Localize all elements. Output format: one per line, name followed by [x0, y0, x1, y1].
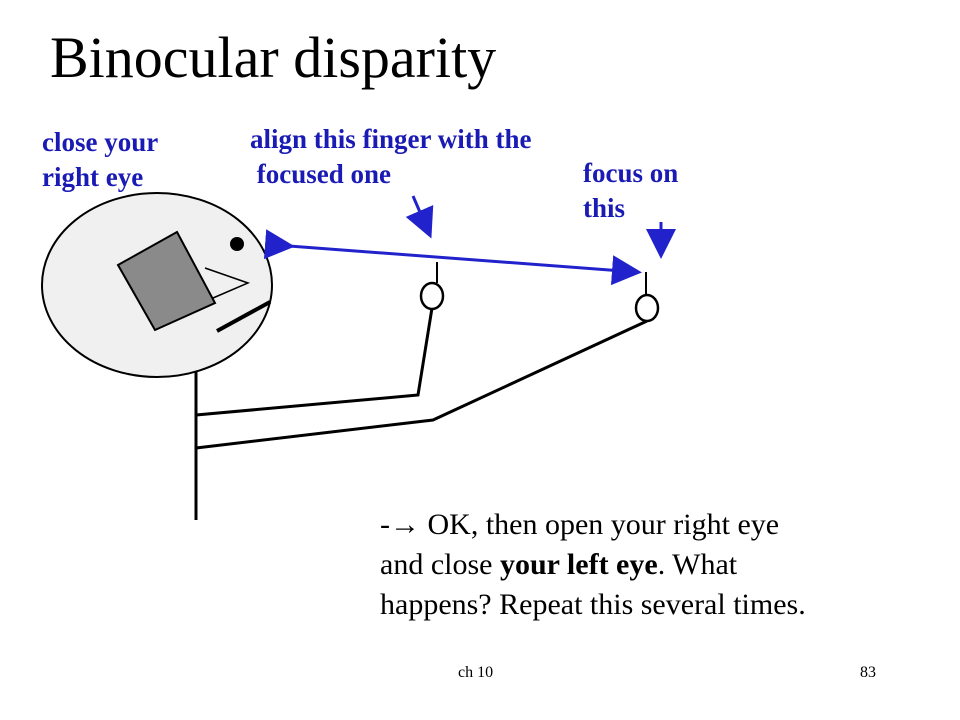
instruction-line-1-text: OK, then open your right eye [420, 508, 780, 541]
instruction-line-2-after: . What [657, 548, 738, 581]
align-finger-label-line1: align this finger with the [250, 124, 532, 154]
close-right-eye-label: close your right eye [42, 125, 158, 195]
focus-on-this-label-line2: this [583, 193, 626, 223]
close-right-eye-label-line2: right eye [42, 162, 144, 192]
align-finger-pointer-arrow [405, 195, 434, 239]
align-finger-label: align this finger with the focused one [250, 122, 532, 192]
instruction-emphasis: your left eye [499, 548, 658, 581]
ear-square [116, 230, 217, 332]
focus-on-this-label-line1: focus on [583, 158, 679, 188]
near-finger-knuckle [419, 281, 445, 311]
focus-on-this-label: focus on this [583, 156, 678, 226]
close-right-eye-label-line1: close your [42, 127, 159, 157]
near-arm [195, 307, 434, 417]
instruction-line-1: -→ OK, then open your right eye [380, 505, 806, 545]
instruction-dash: - [380, 508, 390, 541]
far-arm [195, 319, 648, 450]
far-finger-knuckle [634, 293, 660, 323]
instruction-line-2-before: and close [380, 548, 500, 581]
align-finger-label-line2: focused one [250, 159, 391, 189]
body-and-arms [194, 307, 648, 520]
instruction-text: -→ OK, then open your right eye and clos… [380, 505, 806, 625]
sight-line-arrow [263, 229, 642, 286]
mouth-line [216, 300, 271, 333]
right-arrow-icon: → [390, 508, 420, 541]
instruction-line-2: and close your left eye. What [380, 545, 806, 585]
footer-page-number: 83 [860, 664, 876, 681]
slide-title: Binocular disparity [50, 25, 497, 90]
instruction-line-3: happens? Repeat this several times. [380, 588, 806, 621]
footer-chapter: ch 10 [458, 664, 494, 681]
nose-mark [204, 267, 251, 299]
eye-dot [230, 237, 244, 251]
